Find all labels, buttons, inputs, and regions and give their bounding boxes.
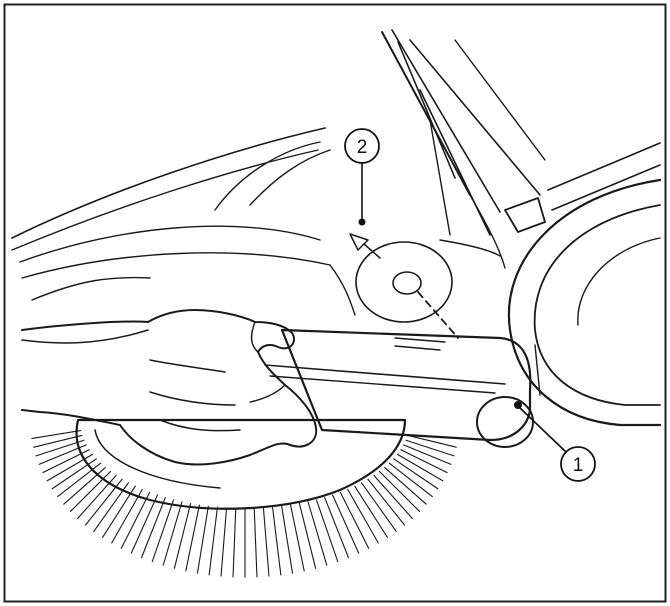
bristle-line [196, 505, 209, 574]
callout-1-leader [519, 407, 567, 453]
washer-disc [355, 241, 459, 339]
bristle-line [339, 491, 370, 549]
bristle-line [140, 496, 167, 559]
bristle-line [307, 501, 328, 566]
bristle-line [323, 496, 350, 559]
bristle-line [383, 466, 427, 505]
figure-border [3, 3, 667, 603]
bristle-line [347, 488, 379, 544]
callout-1-label: 1 [573, 455, 584, 476]
brush-housing [75, 418, 407, 510]
machine-frame [381, 29, 661, 269]
machine-body [11, 127, 356, 316]
bristle-line [151, 499, 175, 563]
bristle-line [315, 499, 339, 563]
bristle-line [69, 470, 112, 513]
bristle-line [220, 507, 228, 577]
callout-2-leader [349, 163, 381, 259]
bristle-line [185, 504, 201, 572]
bristle-line [373, 474, 414, 520]
bristle-line [378, 470, 421, 513]
bristle-line [400, 449, 448, 474]
bristle-line [407, 434, 457, 448]
bristle-line [298, 502, 317, 569]
bristle-line [35, 439, 85, 457]
bristle-line [130, 494, 159, 554]
bristle-line [208, 506, 219, 576]
bristle-line [289, 504, 305, 572]
bristle-line [51, 458, 98, 490]
rear-wheel [507, 178, 662, 427]
bristle-line [56, 462, 102, 498]
bristle-line [331, 494, 360, 554]
bristle-line [262, 507, 270, 577]
bristle-line [360, 482, 397, 533]
bristle-line [111, 488, 143, 544]
bristle-line [405, 439, 455, 457]
bristle-line [173, 502, 192, 569]
bristle-line [354, 485, 389, 539]
handle-bar [264, 328, 534, 448]
bristle-line [46, 453, 94, 482]
bristle-line [63, 466, 107, 505]
bristle-line [271, 506, 282, 576]
bristle-line [392, 458, 439, 490]
bristle-line [388, 462, 434, 498]
bristle-line [281, 505, 294, 574]
bristle-line [253, 507, 258, 578]
bristle-line [232, 507, 237, 578]
bristle-line [120, 491, 151, 549]
bristle-line [367, 478, 406, 526]
callout-1: 1 [560, 446, 596, 482]
bristle-line [396, 453, 444, 482]
bristle-line [162, 501, 183, 566]
bristle-line [403, 444, 452, 466]
callout-2-label: 2 [357, 137, 368, 158]
callout-2: 2 [344, 128, 380, 164]
hand [21, 309, 318, 466]
bristle-line [31, 429, 82, 440]
bristle-line [33, 434, 83, 448]
